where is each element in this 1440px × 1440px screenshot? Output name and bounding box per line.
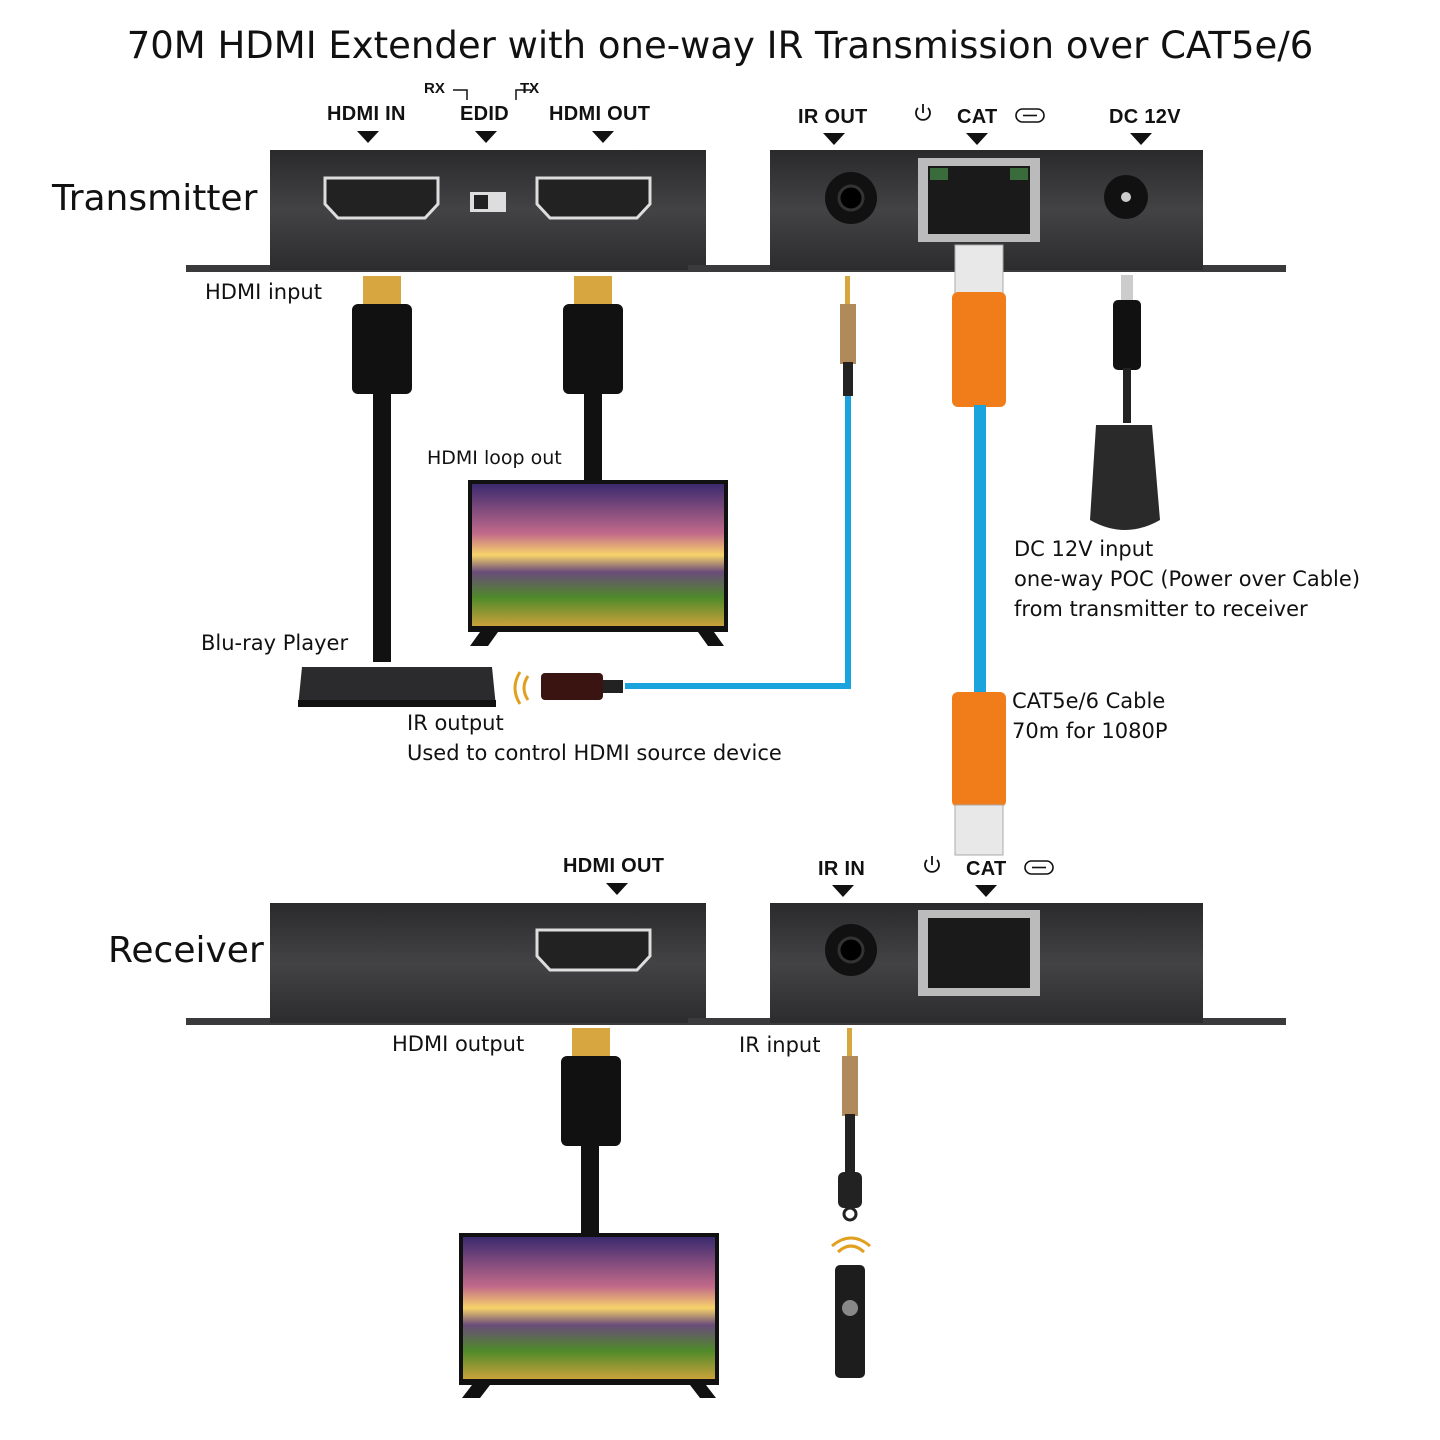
hdmi-output-cable: [561, 1028, 621, 1234]
ir-output-desc: Used to control HDMI source device: [407, 741, 782, 765]
power-icon: [915, 104, 940, 873]
ir-output-label: IR output: [407, 711, 504, 735]
port-hdmi-in: HDMI IN: [327, 103, 406, 125]
transmitter-label: Transmitter: [52, 178, 258, 219]
rx-port-cat: CAT: [966, 858, 1007, 880]
ir-output-cable: [625, 276, 856, 689]
cable-label: CAT5e/6 Cable: [1012, 689, 1166, 713]
tv-output: [459, 1233, 719, 1398]
port-hdmi-out: HDMI OUT: [549, 103, 651, 125]
hdmi-input-label: HDMI input: [205, 280, 322, 304]
poc-label: one-way POC (Power over Cable): [1014, 567, 1361, 591]
hdmi-input-cable: [352, 276, 412, 662]
ir-input-label: IR input: [739, 1033, 821, 1057]
receiver-label: Receiver: [108, 930, 264, 971]
port-arrows: [357, 131, 1152, 897]
dc-input-label: DC 12V input: [1014, 537, 1154, 561]
port-edid: EDID: [460, 103, 509, 125]
page-title: 70M HDMI Extender with one-way IR Transm…: [126, 24, 1314, 67]
transmitter-front-panel: [186, 150, 706, 272]
tv-loop-out: [468, 480, 728, 646]
cat-cable: [952, 244, 1006, 856]
hdmi-output-label: HDMI output: [392, 1032, 525, 1056]
ir-receiver-cable: [838, 1028, 862, 1222]
rx-port-hdmi-out: HDMI OUT: [563, 855, 665, 877]
port-tx: TX: [520, 80, 540, 97]
port-rx: RX: [424, 80, 445, 97]
receiver-rear-panel: [688, 903, 1286, 1025]
link-icon: [1015, 108, 1054, 875]
bluray-player: [298, 667, 496, 707]
port-cat: CAT: [957, 106, 998, 128]
poc-desc: from transmitter to receiver: [1014, 597, 1308, 621]
bluray-label: Blu-ray Player: [201, 631, 349, 655]
receiver-front-panel: [186, 903, 706, 1025]
hdmi-loop-out-label: HDMI loop out: [427, 447, 562, 469]
port-dc: DC 12V: [1109, 106, 1181, 128]
cable-length: 70m for 1080P: [1012, 719, 1168, 743]
port-ir-out: IR OUT: [798, 106, 868, 128]
rx-port-ir-in: IR IN: [818, 858, 866, 880]
dc-power-adapter: [1090, 275, 1160, 530]
hdmi-loop-cable: [563, 276, 623, 480]
ir-emitter: [513, 671, 623, 705]
remote-control: [831, 1236, 871, 1378]
